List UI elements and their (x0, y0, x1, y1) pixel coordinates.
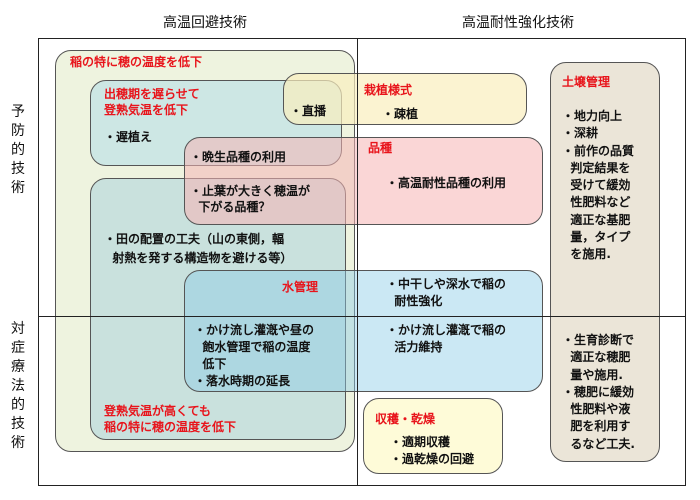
water-items-right-bottom: ・かけ流し灌漑で稲の 活力維持 (386, 323, 507, 354)
late-planting: ・遅植え (104, 130, 153, 144)
tolerant-variety: ・高温耐性品種の利用 (386, 176, 507, 190)
harvest-items: ・適期収穫 ・過乾燥の回避 (390, 435, 475, 466)
direct-seeding: ・直播 (290, 104, 327, 118)
water-title: 水管理 (282, 280, 319, 294)
harvest-title: 収穫・乾燥 (375, 412, 436, 426)
variety-box (184, 137, 543, 225)
water-items-right-top: ・中干しや深水で稲の 耐性強化 (386, 277, 506, 308)
soil-items-top: ・地力向上 ・深耕 ・前作の品質 判定結果を 受けて緩効 性肥料など 適正な基肥… (562, 109, 635, 262)
ripening-title: 登熟気温が高くても 稲の特に穂の温度を低下 (104, 404, 237, 434)
header-tolerance: 高温耐性強化技術 (462, 15, 574, 31)
planting-box (283, 73, 527, 125)
panicle-temp-title: 稲の特に穂の温度を低下 (70, 55, 203, 69)
row-label-symptomatic: 対症療法的技術 (11, 321, 25, 451)
soil-box (550, 62, 660, 462)
heading-delay-title: 出穂期を遅らせて 登熟気温を低下 (104, 87, 200, 117)
harvest-box (363, 398, 503, 474)
field-layout: ・田の配置の工夫（山の東側，輻 射熱を発する構造物を避ける等） (104, 232, 293, 265)
soil-title: 土壌管理 (562, 75, 611, 89)
header-avoidance: 高温回避技術 (163, 15, 247, 31)
soil-items-bottom: ・生育診断で 適正な穂肥 量や施用. ・穂肥に緩効 性肥料や液 肥を利用す るな… (562, 333, 635, 451)
late-variety: ・晩生品種の利用 (190, 150, 287, 164)
variety-title: 品種 (368, 141, 393, 155)
water-box (184, 270, 543, 392)
column-divider (357, 38, 358, 486)
sparse-planting: ・疎植 (382, 107, 419, 121)
flag-leaf: ・止葉が大きく穂温が 下がる品種？ (190, 184, 311, 214)
row-divider (38, 316, 686, 317)
grid-frame (38, 38, 686, 486)
water-items-left: ・かけ流し灌漑や昼の 飽水管理で稲の温度 低下 ・落水時期の延長 (194, 323, 315, 388)
row-label-preventive: 予防的技術 (11, 104, 25, 196)
planting-title: 栽植様式 (364, 83, 413, 97)
